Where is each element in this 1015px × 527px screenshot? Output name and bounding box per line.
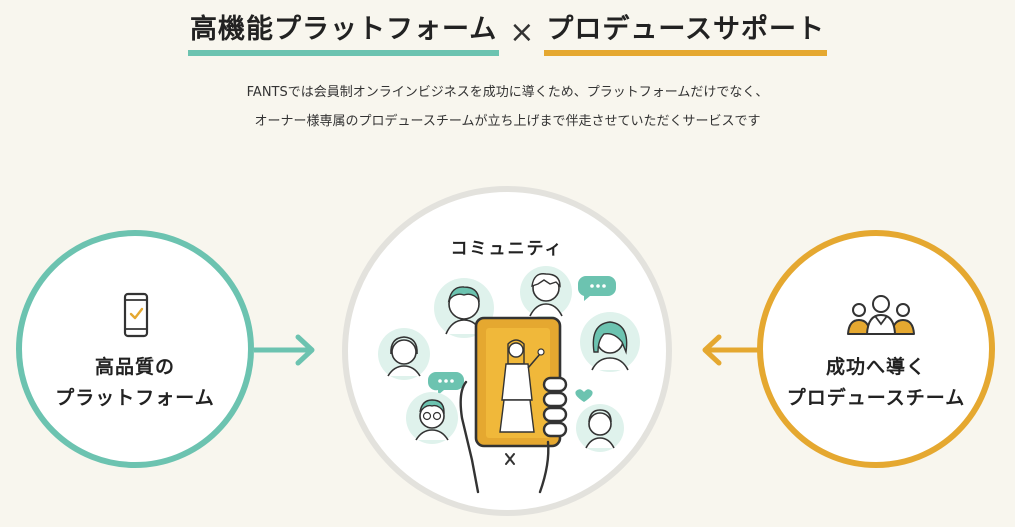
chat-bubble-left-icon <box>427 372 464 395</box>
smartphone-check-icon <box>123 292 149 338</box>
team-icon <box>847 295 915 335</box>
community-title: コミュニティ <box>450 239 564 259</box>
arrow-right-icon <box>254 334 315 366</box>
avatar-bottom-right <box>576 404 624 452</box>
description-line-1: FANTSでは会員制オンラインビジネスを成功に導くため、プラットフォームだけでな… <box>246 85 769 100</box>
chat-bubble-top-icon <box>577 276 616 301</box>
avatar-bottom-left <box>406 392 458 444</box>
heart-icon <box>575 389 593 402</box>
platform-label-line-1: 高品質の <box>94 356 175 378</box>
produce-team-label-line-1: 成功へ導く <box>825 356 926 378</box>
description: FANTSでは会員制オンラインビジネスを成功に導くため、プラットフォームだけでな… <box>0 78 1015 136</box>
avatar-left <box>378 328 430 380</box>
headline: 高機能プラットフォーム × プロデュースサポート <box>0 14 1015 57</box>
produce-team-label: 成功へ導く プロデュースチーム <box>763 352 989 414</box>
headline-platform: 高機能プラットフォーム <box>188 14 500 57</box>
phone-in-hand-icon <box>459 316 568 494</box>
arrow-left-icon <box>702 334 763 366</box>
community-circle: コミュニティ <box>342 186 672 516</box>
produce-team-circle: 成功へ導く プロデュースチーム <box>757 230 995 468</box>
headline-produce-support: プロデュースサポート <box>544 14 827 57</box>
platform-label-line-2: プラットフォーム <box>55 387 215 409</box>
produce-team-label-line-2: プロデュースチーム <box>786 387 966 409</box>
platform-circle: 高品質の プラットフォーム <box>16 230 254 468</box>
avatar-top-right <box>520 266 572 318</box>
community-illustration <box>378 266 640 494</box>
description-line-2: オーナー様専属のプロデュースチームが立ち上げまで伴走させていただくサービスです <box>254 114 761 129</box>
avatar-right <box>580 312 640 372</box>
headline-separator: × <box>509 14 535 50</box>
platform-label: 高品質の プラットフォーム <box>22 352 248 414</box>
avatar-top-left <box>434 278 494 338</box>
